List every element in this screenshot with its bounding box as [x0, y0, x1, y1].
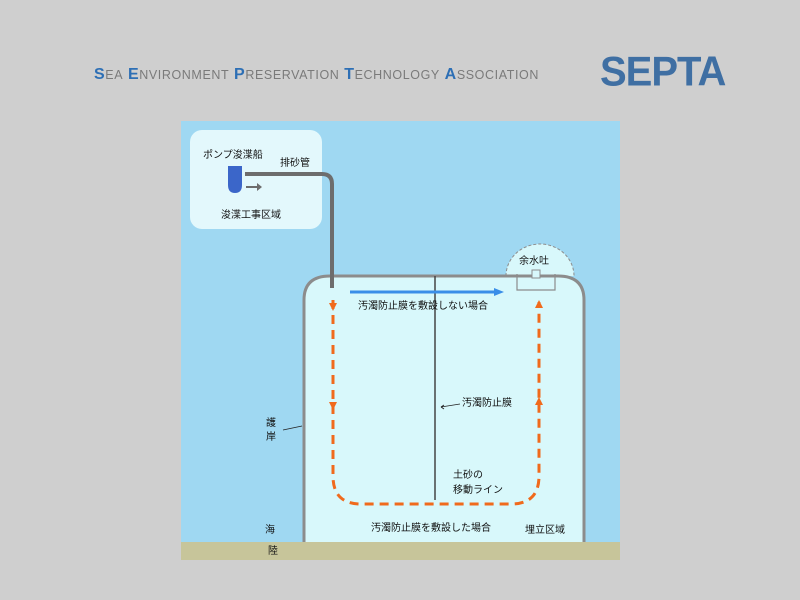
label-no-fence-case: 汚濁防止膜を敷設しない場合: [358, 299, 488, 312]
silt-fence-leader: [440, 403, 461, 410]
flow-arrowhead-up-1: [535, 397, 543, 405]
assoc-initial: A: [444, 66, 457, 83]
label-revetment-2: 岸: [266, 431, 276, 443]
label-silt-fence: 汚濁防止膜: [462, 396, 512, 409]
dredging-area-box: [190, 130, 322, 229]
label-discharge-pipe: 排砂管: [280, 156, 310, 169]
assoc-initial: P: [234, 66, 246, 83]
assoc-word-rest: EA: [105, 68, 124, 82]
label-revetment-1: 護: [266, 416, 276, 429]
flow-arrowhead-down-2: [329, 402, 337, 410]
discharge-pipe: [245, 172, 334, 288]
assoc-word-rest: ECHNOLOGY: [354, 68, 440, 82]
label-reclamation-area: 埋立区域: [525, 523, 565, 536]
land-strip: [181, 542, 620, 560]
label-with-fence-case: 汚濁防止膜を敷設した場合: [371, 521, 491, 534]
assoc-word-rest: SSOCIATION: [456, 68, 539, 82]
pump-dredger-icon: [228, 166, 242, 193]
label-sea: 海: [265, 523, 275, 536]
assoc-word-rest: NVIRONMENT: [139, 68, 230, 82]
label-land: 陸: [268, 544, 278, 557]
assoc-word-rest: RESERVATION: [245, 68, 340, 82]
spillway-weir: [516, 274, 556, 291]
spillway-notch: [531, 269, 541, 279]
septa-logo: SEPTA: [600, 48, 726, 96]
spillway-dome: [505, 243, 575, 277]
assoc-initial: S: [94, 66, 106, 83]
with-fence-flow-loop: [331, 300, 541, 506]
assoc-initial: T: [344, 66, 355, 83]
dredger-direction-arrow: [246, 183, 262, 191]
flow-arrowhead-up-2: [535, 300, 543, 308]
label-pump-dredger: ポンプ浚渫船: [203, 148, 263, 161]
label-spillway: 余水吐: [519, 254, 549, 267]
assoc-initial: E: [127, 66, 140, 83]
no-fence-flow-arrowhead: [494, 288, 504, 296]
revetment-leader: [282, 425, 303, 431]
association-name: SEA ENVIRONMENT PRESERVATION TECHNOLOGY …: [94, 66, 539, 84]
flow-arrowhead-down-1: [329, 303, 337, 311]
label-dredging-area: 浚渫工事区域: [221, 208, 281, 221]
label-sediment-line-1: 土砂の: [453, 468, 483, 481]
label-sediment-line-2: 移動ライン: [453, 483, 503, 496]
header: SEA ENVIRONMENT PRESERVATION TECHNOLOGY …: [0, 0, 800, 110]
